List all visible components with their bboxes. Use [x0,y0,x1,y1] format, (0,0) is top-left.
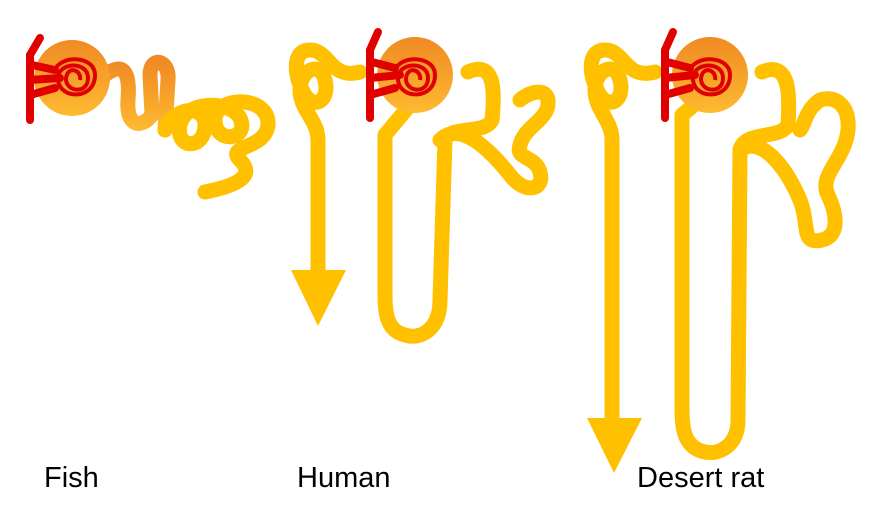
desert-rat-loop-of-henle [674,62,797,460]
desert-rat-label: Desert rat [637,462,765,494]
desert-rat-distal-tubule [732,91,856,249]
human-label: Human [297,462,391,494]
fish-nephron [26,34,276,200]
desert-rat-arrowhead [587,418,642,473]
human-nephron [288,28,556,344]
fish-bowmans-capsule [34,40,110,116]
human-glomerulus [393,57,438,97]
human-distal-tubule [432,84,556,196]
fish-glomerulus [53,57,98,97]
human-blood-vessel [366,28,404,122]
human-loop-of-henle [377,62,501,344]
desert-rat-glomerulus [688,57,733,97]
fish-label: Fish [44,462,99,494]
human-bowmans-capsule [377,37,453,113]
desert-rat-blood-vessel [661,28,699,122]
fish-tubule [97,55,176,138]
human-arrowhead [291,270,346,326]
fish-distal-tubule [157,94,276,200]
human-collecting-duct [288,42,368,280]
fish-blood-vessel [26,34,64,124]
desert-rat-nephron [583,28,856,473]
desert-rat-collecting-duct [583,42,663,428]
desert-rat-bowmans-capsule [672,37,748,113]
